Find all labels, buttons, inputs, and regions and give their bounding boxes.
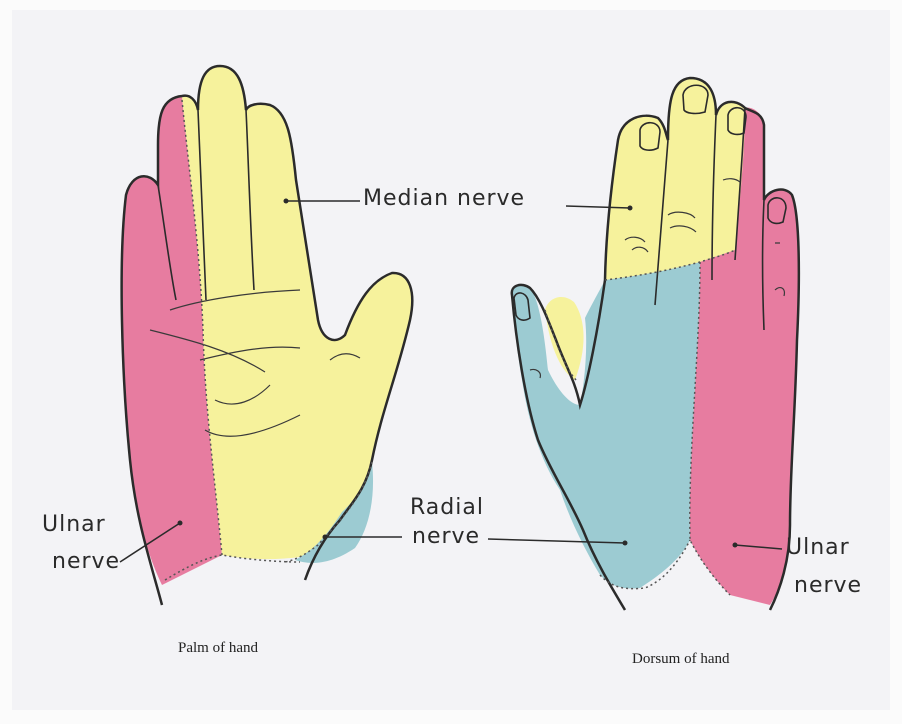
dorsum-caption: Dorsum of hand	[632, 651, 730, 668]
palm-caption: Palm of hand	[178, 640, 258, 657]
median-nerve-label: Median nerve	[363, 188, 525, 210]
ulnar-nerve-right-label-line1: Ulnar	[786, 537, 850, 559]
ulnar-nerve-left-label-line1: Ulnar	[42, 514, 106, 536]
ulnar-nerve-left-label-line2: nerve	[52, 551, 120, 573]
radial-nerve-label-line1: Radial	[410, 497, 484, 519]
radial-nerve-label-line2: nerve	[412, 526, 480, 548]
ulnar-nerve-right-label-line2: nerve	[794, 575, 862, 597]
